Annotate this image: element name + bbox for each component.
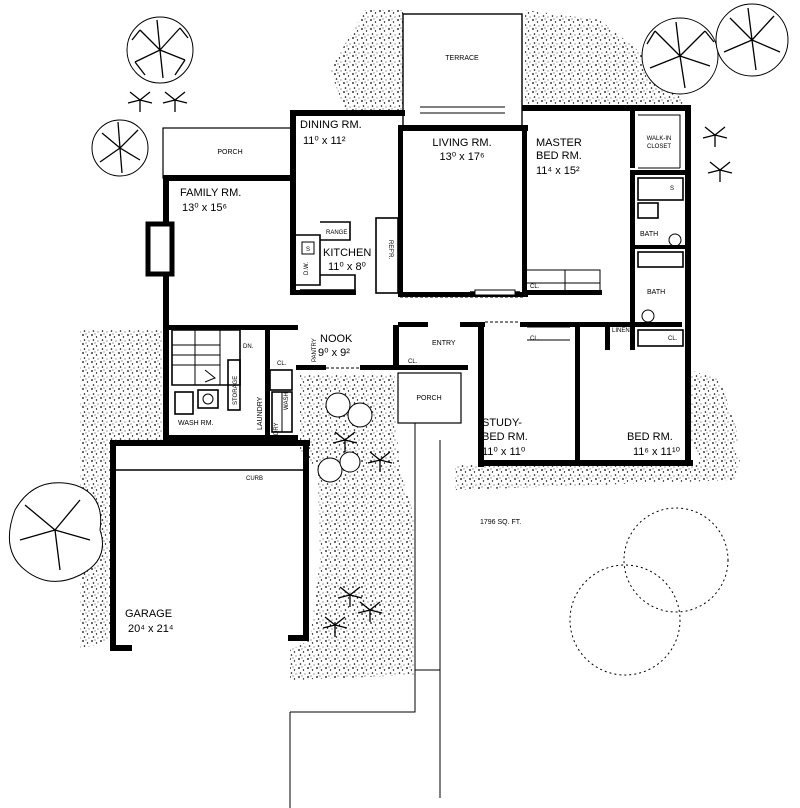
tree-nw-2	[91, 119, 149, 177]
nook-label: NOOK	[320, 333, 353, 345]
dry-label: DRY	[274, 422, 280, 435]
range-label: RANGE	[326, 230, 347, 236]
living-label: LIVING RM.	[432, 137, 491, 149]
kitchen-dims: 11⁰ x 8⁰	[328, 261, 367, 273]
entry-label: ENTRY	[432, 340, 456, 347]
nook-dims: 9⁰ x 9²	[318, 347, 350, 359]
closet-nook-label: CL.	[277, 361, 287, 367]
walls	[110, 105, 693, 651]
sink-label: S	[306, 247, 310, 253]
front-porch-label: PORCH	[416, 395, 441, 402]
rear-porch	[162, 127, 294, 179]
dining-dims: 11⁰ x 11²	[303, 135, 346, 147]
bedroom-label: BED RM.	[627, 431, 673, 443]
dining-label: DINING RM.	[300, 119, 362, 131]
bedroom-dims: 11⁶ x 11¹⁰	[633, 446, 681, 458]
fixtures	[116, 114, 684, 570]
pantry-label: PANTRY	[312, 338, 318, 362]
kitchen-label: KITCHEN	[323, 247, 371, 259]
family-label: FAMILY RM.	[180, 187, 241, 199]
tree-west	[8, 482, 103, 582]
laundry-label: LAUNDRY	[257, 396, 264, 430]
walkway	[289, 420, 441, 808]
closet-bed-label: CL.	[668, 336, 678, 342]
wash-label: WASH	[284, 392, 290, 410]
tree-ne-2	[715, 3, 789, 77]
study-label-2: BED RM.	[482, 431, 528, 443]
washrm-label: WASH RM.	[178, 420, 214, 427]
tree-nw-1	[126, 16, 194, 84]
storage-label: STORAGE	[233, 376, 239, 405]
tree-ne-1	[641, 17, 719, 95]
garage-dims: 20⁴ x 21⁴	[128, 623, 174, 635]
dn-label: DN.	[243, 344, 254, 350]
closet-entry-label: CL.	[408, 359, 418, 365]
gravel-beds	[80, 10, 740, 680]
curb-label: CURB	[246, 476, 263, 482]
shrubs-small	[127, 91, 733, 637]
terrace-label: TERRACE	[445, 55, 479, 62]
tree-outline-ring	[569, 507, 729, 676]
master-label-1: MASTER	[536, 137, 582, 149]
study-dims: 11⁰ x 11⁰	[482, 446, 526, 458]
master-dims: 11⁴ x 15²	[536, 165, 580, 177]
walkin-label-1: WALK-IN	[647, 136, 672, 142]
terrace	[402, 13, 523, 129]
bath1-label: BATH	[640, 231, 658, 238]
closet-study-label: CL.	[530, 336, 540, 342]
area-label: 1796 SQ. FT.	[480, 519, 521, 526]
garage-label: GARAGE	[125, 608, 172, 620]
rear-porch-label: PORCH	[217, 149, 242, 156]
refer-label: REF'R.	[387, 240, 393, 259]
bath2-label: BATH	[647, 289, 665, 296]
closet-master-label: CL.	[530, 284, 540, 290]
dw-label: D.W.	[304, 262, 310, 275]
family-dims: 13⁰ x 15⁶	[182, 202, 227, 214]
walkin-label-2: CLOSET	[647, 144, 671, 150]
closet-bath-label: S	[670, 186, 674, 192]
study-label-1: STUDY-	[482, 417, 522, 429]
master-label-2: BED RM.	[536, 150, 582, 162]
linen-label: LINEN	[612, 328, 630, 334]
living-dims: 13⁰ x 17⁶	[439, 151, 484, 163]
